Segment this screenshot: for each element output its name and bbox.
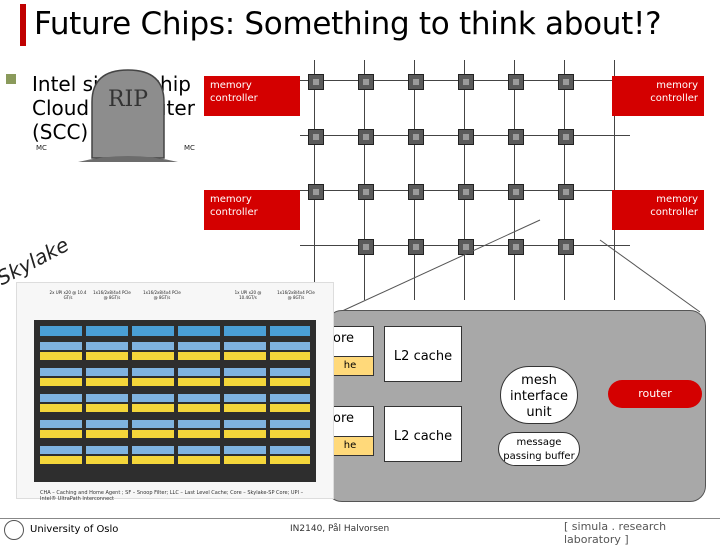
simula-brand: [ simula . research laboratory ] [564,520,667,546]
message-passing-buffer: message passing buffer [498,432,580,466]
l1-cache-bottom: he [327,436,373,455]
memory-controller-top-left: memory controller [204,76,300,116]
title-accent-bar [20,4,26,46]
mesh-node [508,239,524,255]
chip-label-left: MC [36,144,47,152]
mesh-node [508,74,524,90]
tombstone-icon: RIP [78,69,178,162]
footer-rule [0,518,720,519]
mesh-node [408,239,424,255]
l2-cache-bottom: L2 cache [384,406,462,462]
die-top-label: 1x16/2x8/4x4 PCIe @ 8GT/s [93,290,131,300]
skylake-die-grid [34,320,316,482]
mesh-node [408,129,424,145]
mesh-node [558,129,574,145]
router-box: router [608,380,702,408]
mesh-node [458,129,474,145]
die-top-label: 1x16/2x8/4x4 PCIe @ 8GT/s [277,290,315,300]
die-top-label: 2x UPI x20 @ 10.4 GT/s [49,290,87,300]
memory-controller-top-right: memory controller [612,76,704,116]
mesh-node [458,184,474,200]
mesh-node [358,184,374,200]
mesh-node [558,239,574,255]
mesh-node [358,74,374,90]
mesh-node [358,129,374,145]
mesh-node [558,74,574,90]
mesh-node [358,239,374,255]
university-seal-icon [4,520,24,540]
mesh-node [508,184,524,200]
memory-controller-bottom-right: memory controller [612,190,704,230]
skylake-caption: CHA – Caching and Home Agent ; SF – Snoo… [40,490,304,502]
core-top: ore he [326,326,374,376]
memory-controller-bottom-left: memory controller [204,190,300,230]
l2-cache-top: L2 cache [384,326,462,382]
die-top-label: 1x16/2x8/4x4 PCIe @ 8GT/s [143,290,181,300]
core-bottom: ore he [326,406,374,456]
slide-title: Future Chips: Something to think about!? [34,6,662,42]
core-top-label: ore [333,331,355,346]
core-bottom-label: ore [333,411,355,426]
mesh-node [308,74,324,90]
die-top-label: 1x UPI x20 @ 10.4GT/s [234,290,262,300]
mesh-interface-unit: mesh interface unit [500,366,578,424]
mesh-node [308,184,324,200]
mesh-node [408,74,424,90]
l1-cache-top: he [327,356,373,375]
university-name: University of Oslo [30,524,119,535]
mesh-node [508,129,524,145]
mesh-node [408,184,424,200]
mesh-node [458,74,474,90]
chip-label-right: MC [184,144,195,152]
mesh-node [558,184,574,200]
tombstone-text: RIP [108,87,148,112]
bullet-marker [6,74,16,84]
mesh-node [308,129,324,145]
course-credit: IN2140, Pål Halvorsen [290,524,390,534]
